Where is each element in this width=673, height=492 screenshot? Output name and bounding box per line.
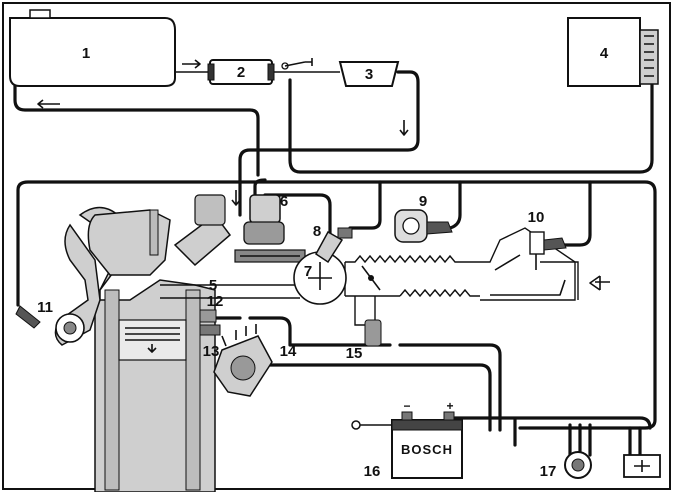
label-fuel-pump: 2 xyxy=(237,64,245,81)
fuel-filter: 3 xyxy=(338,61,400,87)
cold-start-valve: 6 xyxy=(243,193,288,245)
throttle-switch: 8 xyxy=(313,223,353,264)
temperature-sensor: 12 xyxy=(199,293,224,323)
engine-block xyxy=(54,194,232,492)
label-temperature-sensor: 12 xyxy=(207,293,224,310)
relay xyxy=(623,454,661,478)
air-flow-sensor: 10 xyxy=(528,209,567,270)
battery-plus-terminal: + xyxy=(446,399,453,413)
intake-duct xyxy=(160,227,610,301)
distributor: 14 xyxy=(213,324,297,397)
label-air-flow-sensor: 10 xyxy=(528,209,545,226)
lambda-sensor: 13 xyxy=(199,324,221,360)
label-thermo-time-switch: 11 xyxy=(37,299,53,316)
battery-brand: BOSCH xyxy=(401,442,453,457)
label-ignition-switch: 17 xyxy=(540,463,557,480)
auxiliary-air-device: 9 xyxy=(394,193,453,243)
battery: − + BOSCH 16 xyxy=(364,399,463,480)
label-fuel-tank: 1 xyxy=(82,45,90,62)
throttle-valve-switch: 15 xyxy=(346,296,382,362)
thermo-time-switch: 11 xyxy=(15,299,85,343)
injection-valve: 7 xyxy=(293,251,347,305)
label-battery: 16 xyxy=(364,463,381,480)
ignition-switch: 17 xyxy=(540,451,592,480)
control-unit: 4 xyxy=(567,17,659,87)
pressure-regulator: 5 xyxy=(209,249,306,294)
fuel-pump: 2 xyxy=(207,58,313,85)
flow-arrows xyxy=(37,59,409,206)
label-throttle-valve-switch: 15 xyxy=(346,345,363,362)
label-fuel-filter: 3 xyxy=(365,66,373,83)
label-auxiliary-air-device: 9 xyxy=(419,193,427,210)
label-throttle-switch: 8 xyxy=(313,223,321,240)
label-distributor: 14 xyxy=(280,343,297,360)
label-lambda-sensor: 13 xyxy=(203,343,220,360)
label-control-unit: 4 xyxy=(600,45,609,62)
fuel-tank: 1 xyxy=(9,9,176,87)
label-cold-start-valve: 6 xyxy=(280,193,288,210)
battery-minus-terminal: − xyxy=(403,399,410,413)
label-injection-valve: 7 xyxy=(304,263,312,280)
